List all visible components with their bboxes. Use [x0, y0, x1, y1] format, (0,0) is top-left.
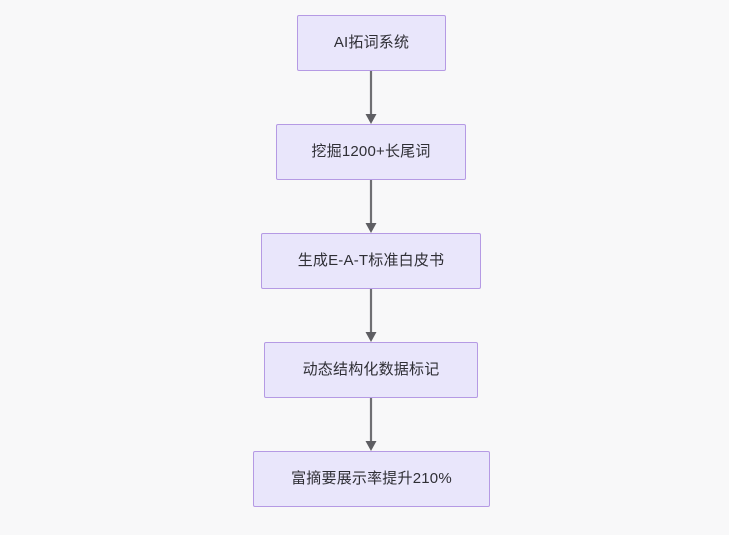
- connector-node2-node3: [365, 180, 377, 233]
- flowchart-node-4[interactable]: 动态结构化数据标记: [264, 342, 478, 398]
- arrowhead-icon: [365, 223, 377, 233]
- arrowhead-icon: [365, 332, 377, 342]
- connector-node4-node5: [365, 398, 377, 451]
- connector-node3-node4: [365, 289, 377, 342]
- flowchart-node-label: 富摘要展示率提升210%: [291, 470, 452, 487]
- flowchart-node-2[interactable]: 挖掘1200+长尾词: [276, 124, 466, 180]
- flowchart-node-label: 动态结构化数据标记: [302, 361, 440, 378]
- flowchart-node-label: AI拓词系统: [333, 34, 410, 51]
- flowchart-node-label: 挖掘1200+长尾词: [311, 143, 431, 160]
- arrowhead-icon: [365, 114, 377, 124]
- arrowhead-icon: [365, 441, 377, 451]
- connector-node1-node2: [365, 71, 377, 124]
- flowchart-node-1[interactable]: AI拓词系统: [297, 15, 446, 71]
- flowchart-node-3[interactable]: 生成E-A-T标准白皮书: [261, 233, 481, 289]
- flowchart-node-label: 生成E-A-T标准白皮书: [297, 252, 445, 269]
- flowchart-node-5[interactable]: 富摘要展示率提升210%: [253, 451, 490, 507]
